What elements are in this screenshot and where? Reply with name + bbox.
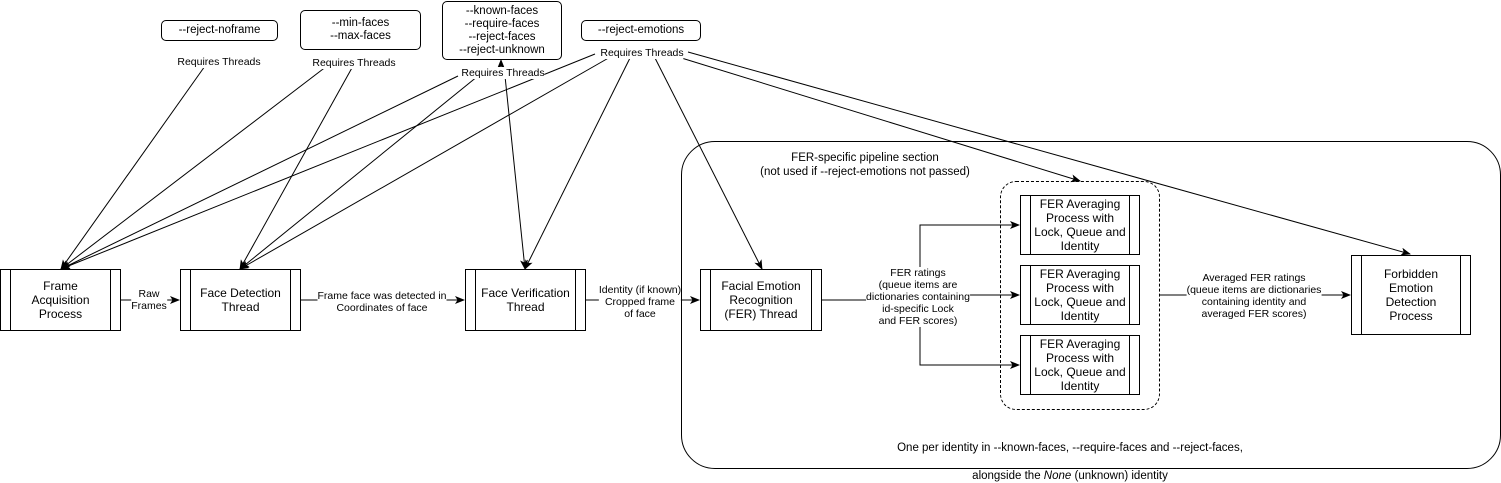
fer-averaging-process-2: FER Averaging Process with Lock, Queue a…	[1020, 265, 1140, 325]
face-detection-thread: Face Detection Thread	[180, 269, 301, 331]
footer-line-1: One per identity in --known-faces, --req…	[897, 442, 1243, 454]
forbidden-emotion-detection-process: Forbidden Emotion Detection Process	[1351, 255, 1471, 335]
footer-line-2-em: None	[1043, 470, 1072, 482]
edge-emotions-verify	[524, 57, 631, 270]
label-fer-ratings: FER ratings (queue items are dictionarie…	[866, 267, 970, 327]
frame-acquisition-process: Frame Acquisition Process	[0, 269, 121, 331]
label-requires-threads-noframe: Requires Threads	[177, 56, 261, 68]
flag-reject-emotions: --reject-emotions	[581, 20, 701, 41]
label-averaged-ratings: Averaged FER ratings (queue items are di…	[1186, 272, 1322, 320]
edge-minmax-detect	[239, 65, 354, 270]
fer-averaging-process-1: FER Averaging Process with Lock, Queue a…	[1020, 195, 1140, 255]
fer-thread: Facial Emotion Recognition (FER) Thread	[700, 269, 822, 331]
edge-emotions-frame	[60, 53, 596, 270]
edge-emotions-fer	[654, 57, 763, 270]
flag-identity: --known-faces --require-faces --reject-f…	[442, 1, 562, 60]
face-verification-thread: Face Verification Thread	[465, 269, 586, 331]
edge-identity-frame	[60, 75, 459, 270]
label-identity-crop: Identity (if known) Cropped frame of fac…	[598, 284, 682, 320]
footer-line-2-pre: alongside the	[972, 470, 1044, 482]
edge-emotions-detect	[239, 55, 613, 270]
label-requires-threads-emotions: Requires Threads	[600, 47, 684, 59]
edge-identity-verify	[504, 75, 529, 270]
label-requires-threads-identity: Requires Threads	[461, 67, 545, 79]
edge-identity-detect	[239, 75, 479, 270]
fer-averaging-process-3: FER Averaging Process with Lock, Queue a…	[1020, 335, 1140, 395]
flag-reject-noframe: --reject-noframe	[161, 20, 278, 41]
edge-emotions-avg	[674, 55, 1081, 183]
diagram-connectors	[60, 51, 1411, 369]
fer-pipeline-group-title: FER-specific pipeline section (not used …	[760, 152, 970, 178]
edge-emotions-forbidden	[687, 51, 1411, 256]
edge-minmax-frame	[60, 65, 328, 270]
label-raw-frames: Raw Frames	[131, 288, 167, 312]
edge-noframe-frame	[60, 65, 206, 270]
footer-line-2-post: (unknown) identity	[1071, 470, 1168, 482]
label-frame-face: Frame face was detected in Coordinates o…	[317, 290, 447, 314]
flag-min-max-faces: --min-faces --max-faces	[300, 10, 421, 50]
label-requires-threads-minmax: Requires Threads	[312, 57, 396, 69]
